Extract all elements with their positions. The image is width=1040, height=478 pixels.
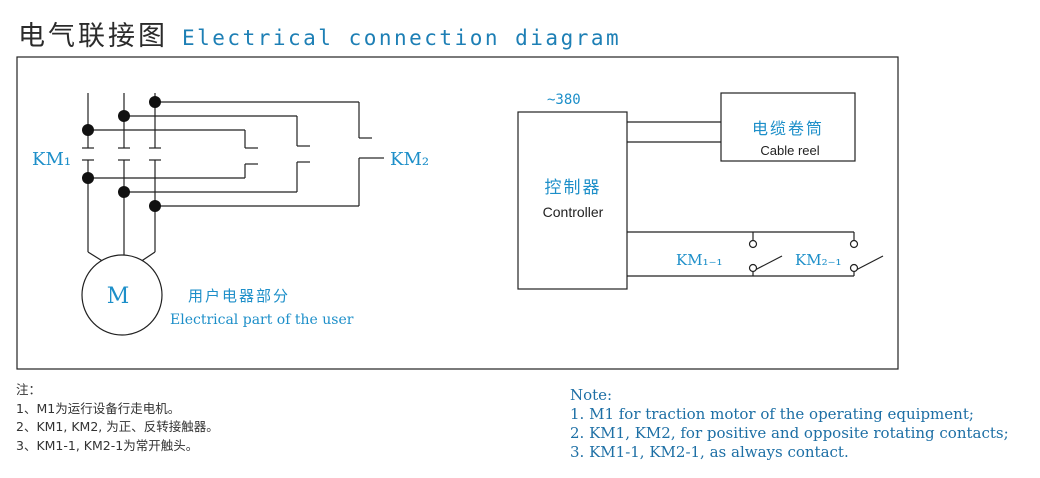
- notes-chinese: 注： 1、M1为运行设备行走电机。 2、KM1, KM2, 为正、反转接触器。 …: [16, 381, 219, 455]
- power-circuit: [82, 93, 384, 263]
- diagram-frame: [16, 56, 899, 370]
- page-title: 电气联接图 Electrical connection diagram: [18, 14, 622, 52]
- controller-label-cn: 控制器: [545, 178, 602, 198]
- control-circuit: [627, 121, 884, 277]
- notes-cn-line: 1、M1为运行设备行走电机。: [16, 400, 181, 416]
- motor-label: M: [107, 284, 130, 309]
- notes-english: Note: 1. M1 for traction motor of the op…: [570, 386, 1009, 462]
- cable-reel-label-cn: 电缆卷筒: [752, 119, 824, 138]
- user-part-label-en: Electrical part of the user: [170, 312, 354, 328]
- notes-cn-line: 2、KM1, KM2, 为正、反转接触器。: [16, 419, 219, 434]
- notes-cn-heading: 注：: [16, 382, 42, 397]
- notes-en-heading: Note:: [570, 386, 613, 404]
- user-part-label-cn: 用户电器部分: [188, 287, 290, 305]
- contact-terminals: [748, 239, 859, 273]
- cable-reel-label-en: Cable reel: [760, 143, 819, 158]
- km1-label: KM₁: [32, 149, 71, 170]
- notes-cn-line: 3、KM1-1, KM2-1为常开触头。: [16, 437, 199, 453]
- title-english: Electrical connection diagram: [182, 26, 622, 50]
- junction-dots: [82, 96, 161, 212]
- km1-1-label: KM₁₋₁: [676, 251, 723, 269]
- notes-en-line: 1. M1 for traction motor of the operatin…: [570, 405, 974, 423]
- supply-label: ~380: [547, 92, 581, 108]
- controller-label-en: Controller: [543, 204, 604, 220]
- title-chinese: 电气联接图: [18, 21, 168, 52]
- controller-box: [517, 111, 628, 290]
- cable-reel-box: [720, 92, 856, 162]
- motor-symbol: [81, 254, 163, 336]
- km2-1-label: KM₂₋₁: [795, 251, 842, 269]
- km2-label: KM₂: [390, 149, 429, 170]
- notes-en-line: 2. KM1, KM2, for positive and opposite r…: [570, 424, 1009, 442]
- notes-en-line: 3. KM1-1, KM2-1, as always contact.: [570, 443, 849, 461]
